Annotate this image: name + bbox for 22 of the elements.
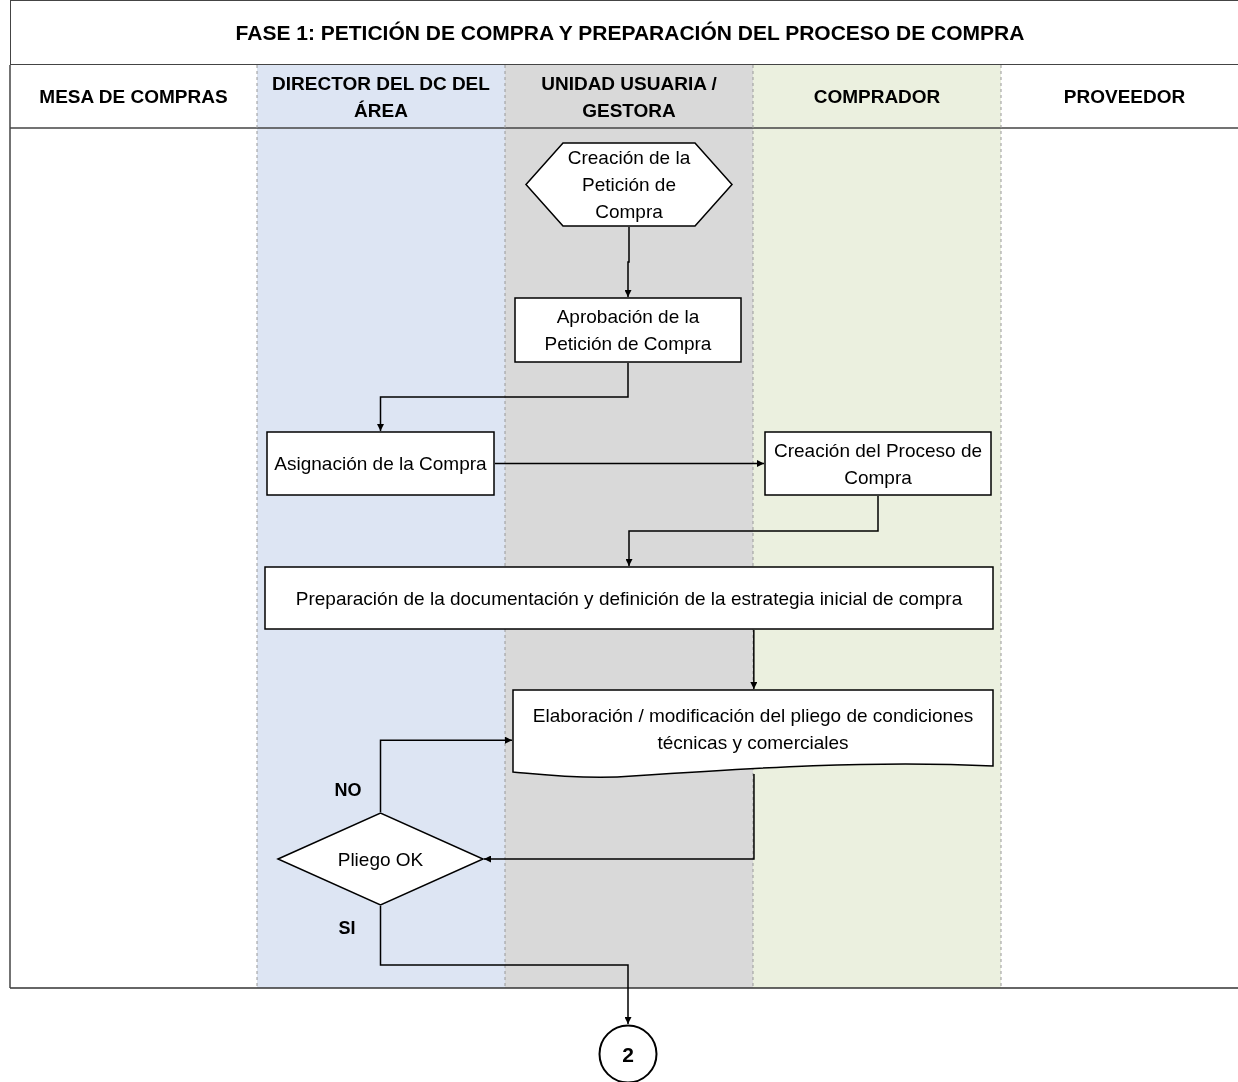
- arrow: [379, 905, 632, 1025]
- arrow: [625, 495, 879, 567]
- lane-header: COMPRADOR: [812, 85, 942, 109]
- edge-label: SI: [338, 918, 356, 939]
- process-box: Aprobación de la Petición de Compra: [514, 297, 742, 363]
- process-box: Creación del Proceso de Compra: [764, 431, 992, 496]
- lane-header: PROVEEDOR: [1062, 85, 1187, 109]
- process-box: Preparación de la documentación y definición de la estrategia inicial de compra: [264, 566, 994, 630]
- process-box: Asignación de la Compra: [266, 431, 495, 496]
- lane-header: DIRECTOR DEL DC DEL ÁREA: [271, 71, 491, 123]
- arrow: [483, 773, 755, 863]
- preparation-hexagon: Creación de la Petición de Compra: [525, 142, 733, 227]
- edge-label: NO: [334, 780, 362, 801]
- title: FASE 1: PETICIÓN DE COMPRA Y PREPARACIÓN DEL PROCESO DE COMPRA: [10, 0, 1238, 65]
- arrow: [377, 362, 629, 432]
- arrow: [379, 736, 513, 813]
- arrow: [494, 460, 765, 467]
- arrow: [750, 629, 758, 690]
- arrow: [624, 226, 632, 298]
- lane-header: MESA DE COMPRAS: [38, 85, 229, 109]
- decision-diamond: Pliego OK: [277, 812, 484, 906]
- lane-header: UNIDAD USUARIA / GESTORA: [540, 71, 718, 123]
